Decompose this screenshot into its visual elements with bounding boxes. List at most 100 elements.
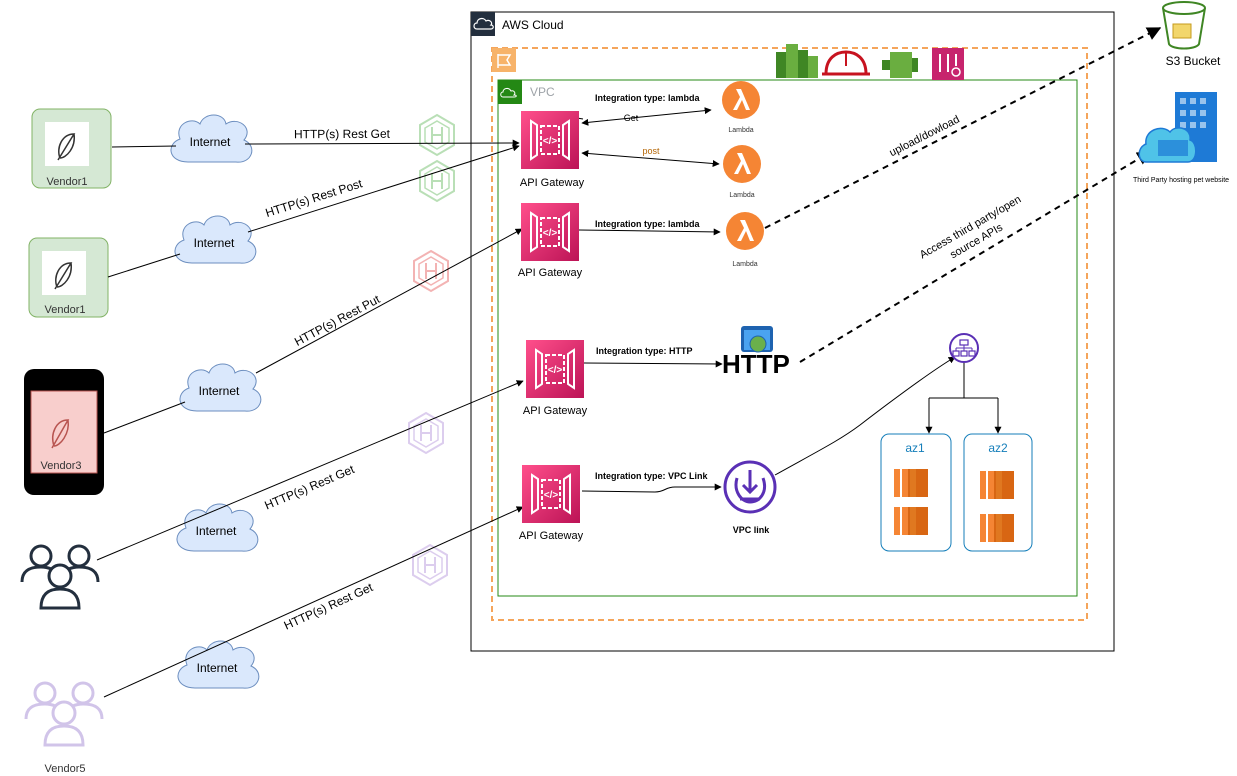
users-group-icon[interactable] bbox=[20, 544, 100, 610]
s3-bucket-icon bbox=[1162, 1, 1206, 50]
security-helmet-icon bbox=[822, 50, 870, 76]
api-gateway-label: API Gateway bbox=[520, 177, 585, 189]
integration-label: Integration type: HTTP bbox=[596, 346, 693, 356]
api-gateway-label: API Gateway bbox=[519, 530, 584, 542]
leaf-icon bbox=[51, 419, 70, 449]
edge-label-upload: upload/dowload bbox=[888, 113, 962, 159]
vendor-1b[interactable]: Vendor1 bbox=[28, 237, 109, 318]
edge-internet-apigw2-put bbox=[255, 228, 523, 374]
aws-cloud-group: AWS Cloud bbox=[470, 11, 1115, 652]
vendor-5-users-icon[interactable] bbox=[24, 681, 104, 747]
lambda-label: Lambda bbox=[732, 261, 757, 268]
vendor-label: Vendor1 bbox=[45, 304, 86, 316]
third-party-label: Third Party hosting pet website bbox=[1133, 177, 1229, 184]
edge-label-get: Get bbox=[624, 113, 639, 123]
vpc-group: VPC bbox=[497, 79, 1078, 597]
az2-group[interactable]: az2 bbox=[963, 433, 1033, 552]
api-gateway-label: API Gateway bbox=[518, 267, 583, 279]
edge-apigw4-vpclink bbox=[581, 483, 722, 493]
api-gateway-1[interactable]: API Gateway bbox=[520, 110, 585, 189]
internet-label: Internet bbox=[194, 236, 235, 250]
edge-vendor5-apigw4-get bbox=[103, 506, 524, 698]
vendor-1a[interactable]: Vendor1 bbox=[31, 108, 112, 189]
edge-internet-apigw1-post bbox=[247, 144, 520, 233]
edge-label: HTTP(s) Rest Put bbox=[292, 292, 383, 349]
ec2-icon bbox=[980, 514, 1014, 542]
integration-label: Integration type: lambda bbox=[595, 219, 701, 229]
edge-vendor3-internet bbox=[103, 401, 186, 434]
internet-label: Internet bbox=[190, 135, 231, 149]
api-gateway-label: API Gateway bbox=[523, 405, 588, 417]
s3-bucket[interactable]: S3 Bucket bbox=[1162, 1, 1221, 68]
hex-icon-green-1 bbox=[419, 114, 455, 156]
edge-http-thirdparty bbox=[799, 151, 1152, 363]
cloudformation-icon bbox=[776, 44, 818, 78]
api-gateway-2[interactable]: API Gateway bbox=[518, 202, 583, 279]
http-endpoint[interactable]: HTTP bbox=[722, 326, 790, 379]
ec2-icon bbox=[894, 507, 928, 535]
integration-label: Integration type: VPC Link bbox=[595, 471, 709, 481]
edge-internet-apigw1-get bbox=[244, 139, 520, 147]
vpc-link-label: VPC link bbox=[733, 525, 771, 535]
edge-apigw3-http bbox=[583, 360, 723, 368]
api-gateway-4[interactable]: API Gateway bbox=[519, 464, 584, 542]
edge-label: HTTP(s) Rest Get bbox=[282, 580, 376, 633]
edge-lb-az bbox=[928, 360, 999, 432]
api-gateway-3[interactable]: API Gateway bbox=[523, 339, 588, 417]
http-label: HTTP bbox=[722, 349, 790, 379]
edge-apigw2-lambda3 bbox=[578, 228, 721, 236]
hex-icon-purple-2 bbox=[412, 544, 448, 586]
vendor-label: Vendor5 bbox=[45, 763, 86, 775]
edge-apigw1-lambda1 bbox=[581, 107, 712, 126]
third-party-website-icon bbox=[1138, 92, 1217, 163]
az-label: az1 bbox=[905, 441, 925, 455]
vpc-link[interactable]: VPC link bbox=[723, 460, 777, 535]
edge-users-apigw3-get bbox=[96, 380, 524, 561]
top-service-icons bbox=[776, 44, 964, 80]
load-balancer-icon[interactable] bbox=[949, 333, 979, 363]
edge-vpclink-lb bbox=[774, 356, 956, 476]
region-flag-icon bbox=[492, 48, 516, 72]
vpc-link-icon bbox=[723, 460, 777, 514]
internet-label: Internet bbox=[199, 384, 240, 398]
edge-apigw1-lambda2 bbox=[581, 150, 720, 167]
ec2-icon bbox=[894, 469, 928, 497]
ec2-icon bbox=[980, 471, 1014, 499]
lambda-label: Lambda bbox=[729, 192, 754, 199]
lambda-icon bbox=[722, 81, 760, 119]
az1-group[interactable]: az1 bbox=[880, 433, 952, 552]
edge-vendor1a-internet bbox=[111, 145, 177, 148]
lambda-1[interactable]: Lambda bbox=[722, 81, 760, 134]
systems-manager-icon bbox=[932, 48, 964, 80]
aws-cloud-label: AWS Cloud bbox=[502, 18, 564, 32]
az-label: az2 bbox=[988, 441, 1008, 455]
edge-vendor1b-internet bbox=[107, 253, 181, 278]
edge-label: HTTP(s) Rest Get bbox=[263, 462, 357, 513]
edge-label: HTTP(s) Rest Get bbox=[294, 127, 391, 142]
internet-label: Internet bbox=[197, 661, 238, 675]
hex-icon-purple-1 bbox=[408, 412, 444, 454]
globe-folder-icon bbox=[741, 326, 773, 353]
s3-label: S3 Bucket bbox=[1166, 54, 1221, 68]
connectors bbox=[96, 107, 1002, 698]
internet-cloud-5: Internet bbox=[177, 640, 260, 689]
lambda-2[interactable]: Lambda bbox=[723, 145, 761, 199]
third-party-hosting[interactable]: Third Party hosting pet website bbox=[1133, 92, 1229, 184]
lambda-label: Lambda bbox=[728, 127, 753, 134]
hex-icon-green-2 bbox=[419, 160, 455, 202]
external-connectors bbox=[764, 27, 1162, 363]
vendor-label: Vendor3 bbox=[41, 460, 82, 472]
internet-label: Internet bbox=[196, 524, 237, 538]
lambda-icon bbox=[723, 145, 761, 183]
vpc-label: VPC bbox=[530, 85, 555, 99]
lambda-3[interactable]: Lambda bbox=[726, 212, 764, 268]
internet-cloud-3: Internet bbox=[179, 363, 262, 412]
vendor-label: Vendor1 bbox=[47, 176, 88, 188]
edge-label-post: post bbox=[642, 146, 660, 156]
region-group bbox=[491, 47, 1088, 621]
codecommit-icon bbox=[882, 52, 918, 78]
edge-label: HTTP(s) Rest Post bbox=[264, 176, 365, 220]
vendor-3-mobile[interactable]: Vendor3 bbox=[24, 369, 104, 495]
edge-lambda-s3 bbox=[764, 27, 1162, 229]
